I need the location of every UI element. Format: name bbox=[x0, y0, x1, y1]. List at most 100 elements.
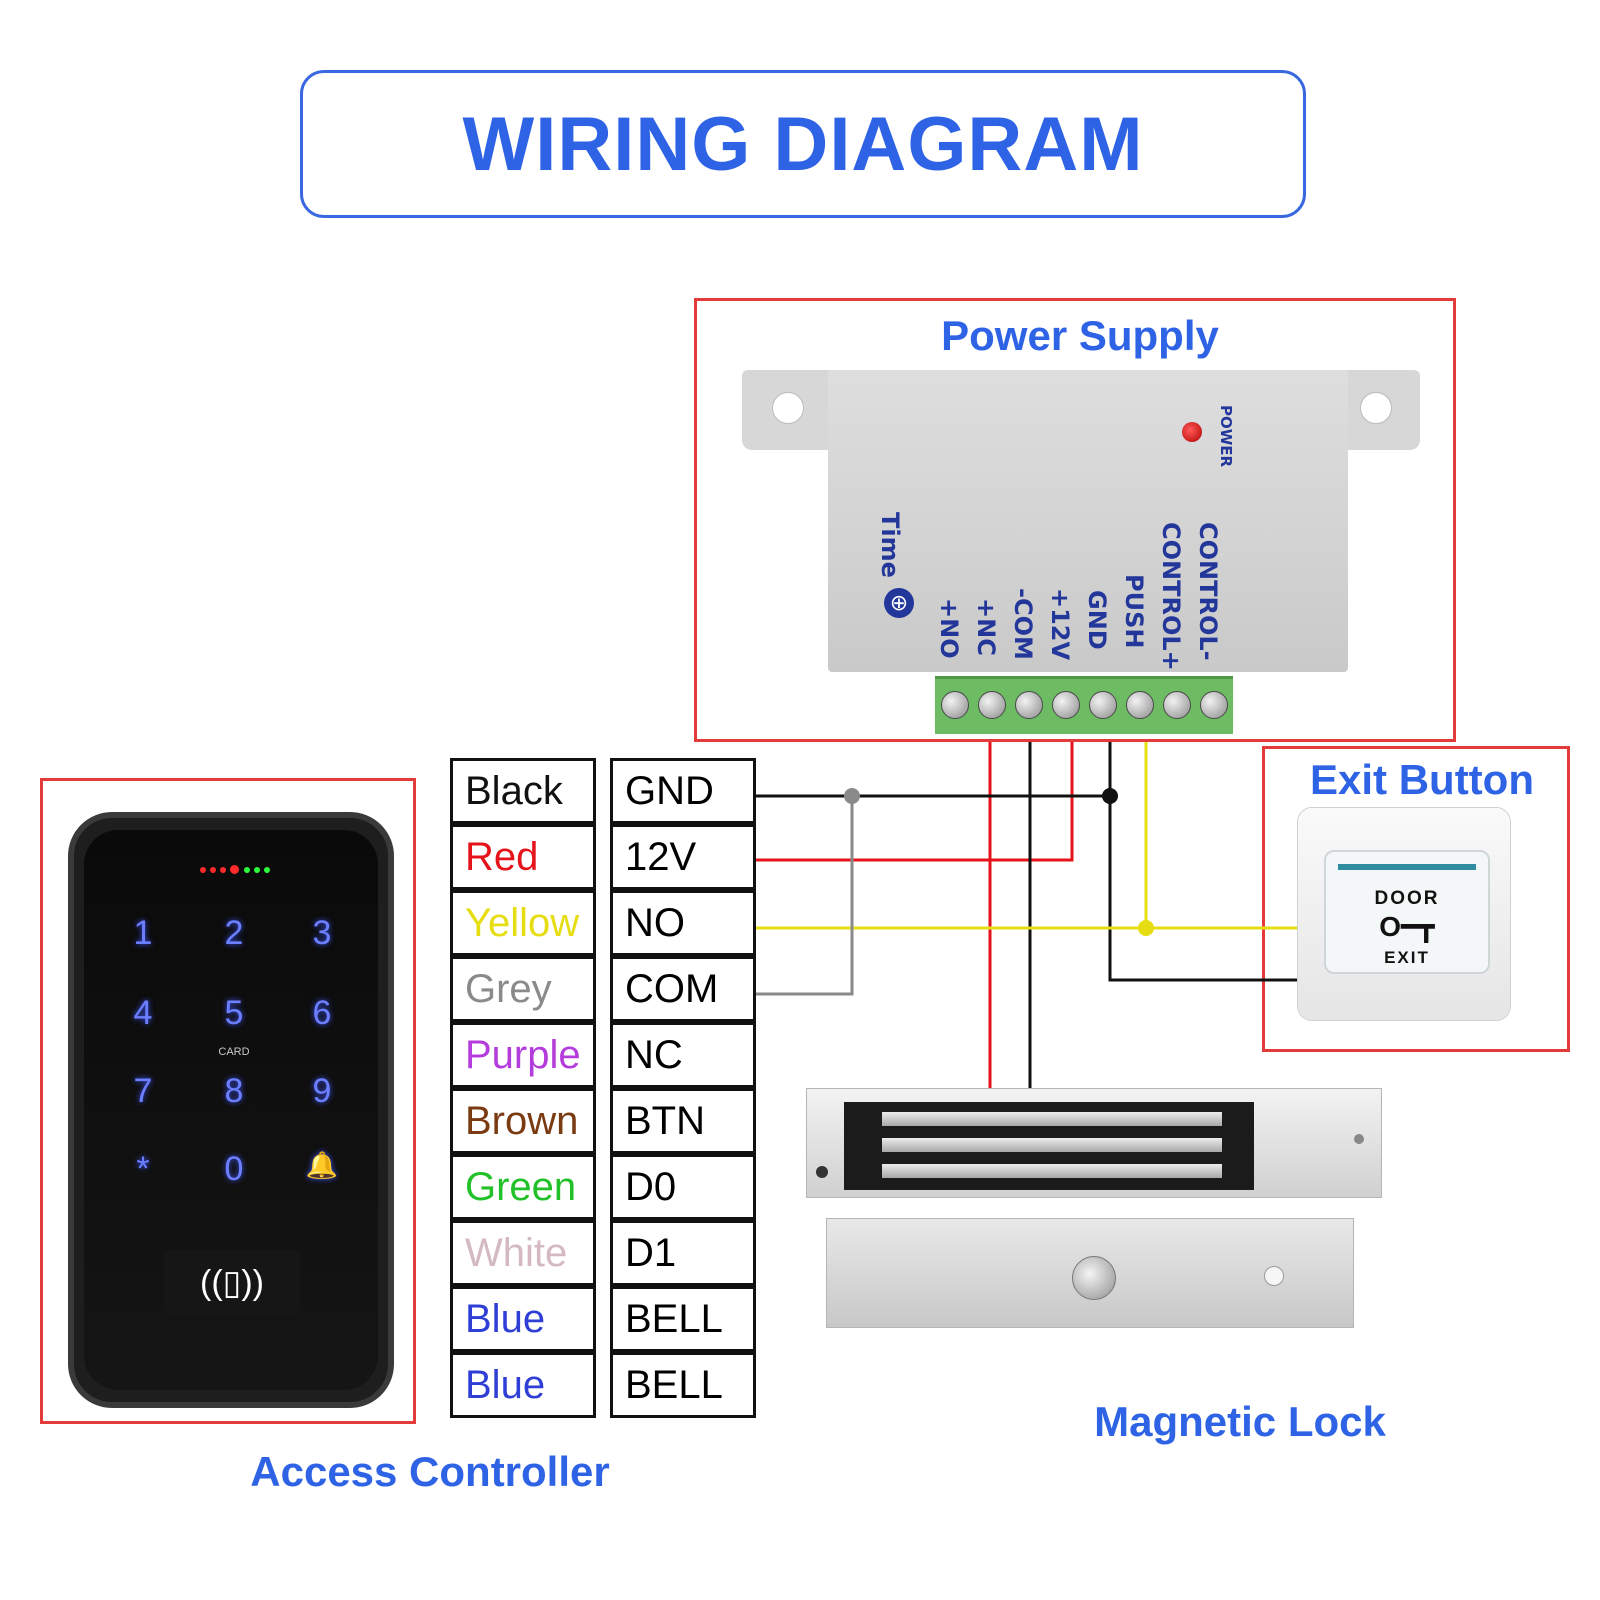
time-adjust-knob-icon[interactable]: ⊕ bbox=[884, 588, 914, 618]
wire-color-name: Brown bbox=[465, 1098, 579, 1143]
title-box: WIRING DIAGRAM bbox=[300, 70, 1306, 218]
wire-color-cell: Blue bbox=[450, 1352, 596, 1418]
junction-dot bbox=[1102, 788, 1118, 804]
exit-button-face[interactable] bbox=[1324, 850, 1490, 974]
keypad-key-0[interactable]: 0 bbox=[224, 1150, 244, 1188]
keypad-key-9[interactable]: 9 bbox=[312, 1072, 332, 1110]
terminal-screw-icon bbox=[1126, 691, 1154, 719]
terminal-screw-icon bbox=[1052, 691, 1080, 719]
lock-coil-stripe bbox=[882, 1112, 1222, 1126]
time-label: Time bbox=[876, 512, 904, 578]
keypad-key-2[interactable]: 2 bbox=[224, 914, 244, 952]
wire-function-cell: COM bbox=[610, 956, 756, 1022]
wire-function-label: D1 bbox=[625, 1230, 677, 1275]
wire-function-label: COM bbox=[625, 966, 719, 1011]
armature-bolt-icon bbox=[1072, 1256, 1116, 1300]
psu-mount-tab-left bbox=[742, 370, 832, 450]
door-label: DOOR bbox=[1374, 888, 1440, 909]
key-icon: O━┳ bbox=[1379, 911, 1435, 942]
wire-color-name: Purple bbox=[465, 1032, 581, 1077]
lock-screw-icon bbox=[1354, 1134, 1364, 1144]
wire-color-cell: Green bbox=[450, 1154, 596, 1220]
wire-function-label: BELL bbox=[625, 1296, 723, 1341]
wire-color-name: Red bbox=[465, 834, 539, 879]
wire-function-label: NO bbox=[625, 900, 685, 945]
wire-grey-com bbox=[748, 796, 854, 996]
keypad-key-6[interactable]: 6 bbox=[312, 994, 332, 1032]
terminal-screw-icon bbox=[1089, 691, 1117, 719]
mount-hole bbox=[772, 392, 804, 424]
terminal-label-control-minus: CONTROL- bbox=[1194, 522, 1222, 661]
wire-red-12v bbox=[748, 742, 1074, 862]
exit-text-label: EXIT bbox=[1384, 948, 1430, 967]
bell-key-icon[interactable]: 🔔 bbox=[305, 1150, 339, 1180]
status-led-icon bbox=[230, 865, 239, 874]
keypad-key-1[interactable]: 1 bbox=[133, 914, 153, 952]
rfid-card-reader-icon[interactable]: ((▯)) bbox=[164, 1250, 300, 1316]
wire-function-cell: D1 bbox=[610, 1220, 756, 1286]
junction-dot bbox=[844, 788, 860, 804]
power-led-label: POWER bbox=[1217, 405, 1235, 468]
lock-coil-stripe bbox=[882, 1138, 1222, 1152]
power-supply-label: Power Supply bbox=[941, 312, 1219, 359]
access-controller-label: Access Controller bbox=[250, 1448, 610, 1495]
wire-black-exit bbox=[1108, 796, 1300, 982]
terminal-label-push: PUSH bbox=[1120, 574, 1148, 649]
keypad-key-5[interactable]: 5 bbox=[224, 994, 244, 1032]
wire-color-cell: Yellow bbox=[450, 890, 596, 956]
lock-coil-stripe bbox=[882, 1164, 1222, 1178]
wire-color-cell: Brown bbox=[450, 1088, 596, 1154]
wire-color-cell: Red bbox=[450, 824, 596, 890]
power-led-icon bbox=[1182, 422, 1202, 442]
terminal-label-12v: +12V bbox=[1046, 588, 1074, 661]
wire-function-cell: BELL bbox=[610, 1286, 756, 1352]
mount-hole bbox=[1360, 392, 1392, 424]
terminal-label-com: -COM bbox=[1009, 588, 1037, 660]
wire-color-name: Blue bbox=[465, 1362, 546, 1407]
exit-button-frame bbox=[1262, 746, 1570, 1052]
terminal-block bbox=[935, 676, 1233, 734]
wire-color-cell: White bbox=[450, 1220, 596, 1286]
wire-color-name: Black bbox=[465, 768, 563, 813]
wire-function-label: 12V bbox=[625, 834, 697, 879]
wire-function-label: GND bbox=[625, 768, 714, 813]
terminal-label-gnd: GND bbox=[1083, 590, 1111, 650]
wire-black-gnd bbox=[748, 742, 1112, 798]
diagram-title: WIRING DIAGRAM bbox=[462, 101, 1144, 187]
terminal-label-nc: +NC bbox=[972, 598, 1000, 656]
wire-function-label: BELL bbox=[625, 1362, 723, 1407]
wire-function-label: NC bbox=[625, 1032, 683, 1077]
power-supply-body bbox=[828, 370, 1348, 672]
terminal-screw-icon bbox=[1200, 691, 1228, 719]
wire-function-cell: GND bbox=[610, 758, 756, 824]
magnetic-lock-label: Magnetic Lock bbox=[1094, 1398, 1386, 1445]
keypad-key-star[interactable]: * bbox=[136, 1150, 150, 1188]
status-led-icon bbox=[244, 867, 250, 873]
keypad-key-3[interactable]: 3 bbox=[312, 914, 332, 952]
wire-function-cell: 12V bbox=[610, 824, 756, 890]
status-led-icon bbox=[264, 867, 270, 873]
exit-button-indicator-bar bbox=[1338, 864, 1476, 870]
wire-color-name: Grey bbox=[465, 966, 552, 1011]
keypad-key-4[interactable]: 4 bbox=[133, 994, 153, 1032]
status-led-icon bbox=[220, 867, 226, 873]
wire-color-name: Green bbox=[465, 1164, 577, 1209]
wire-function-label: BTN bbox=[625, 1098, 705, 1143]
wire-color-cell: Black bbox=[450, 758, 596, 824]
wire-color-cell: Grey bbox=[450, 956, 596, 1022]
wire-color-cell: Purple bbox=[450, 1022, 596, 1088]
status-led-icon bbox=[210, 867, 216, 873]
wire-function-cell: BTN bbox=[610, 1088, 756, 1154]
exit-button-label: Exit Button bbox=[1310, 756, 1534, 803]
lock-screw-icon bbox=[816, 1166, 828, 1178]
access-controller-frame bbox=[40, 778, 416, 1424]
keypad-key-7[interactable]: 7 bbox=[133, 1072, 153, 1110]
wire-color-cell: Blue bbox=[450, 1286, 596, 1352]
wire-function-cell: NC bbox=[610, 1022, 756, 1088]
terminal-screw-icon bbox=[1015, 691, 1043, 719]
terminal-screw-icon bbox=[1163, 691, 1191, 719]
keypad-key-8[interactable]: 8 bbox=[224, 1072, 244, 1110]
terminal-label-control-plus: CONTROL+ bbox=[1157, 522, 1185, 671]
card-label: CARD bbox=[218, 1046, 250, 1058]
